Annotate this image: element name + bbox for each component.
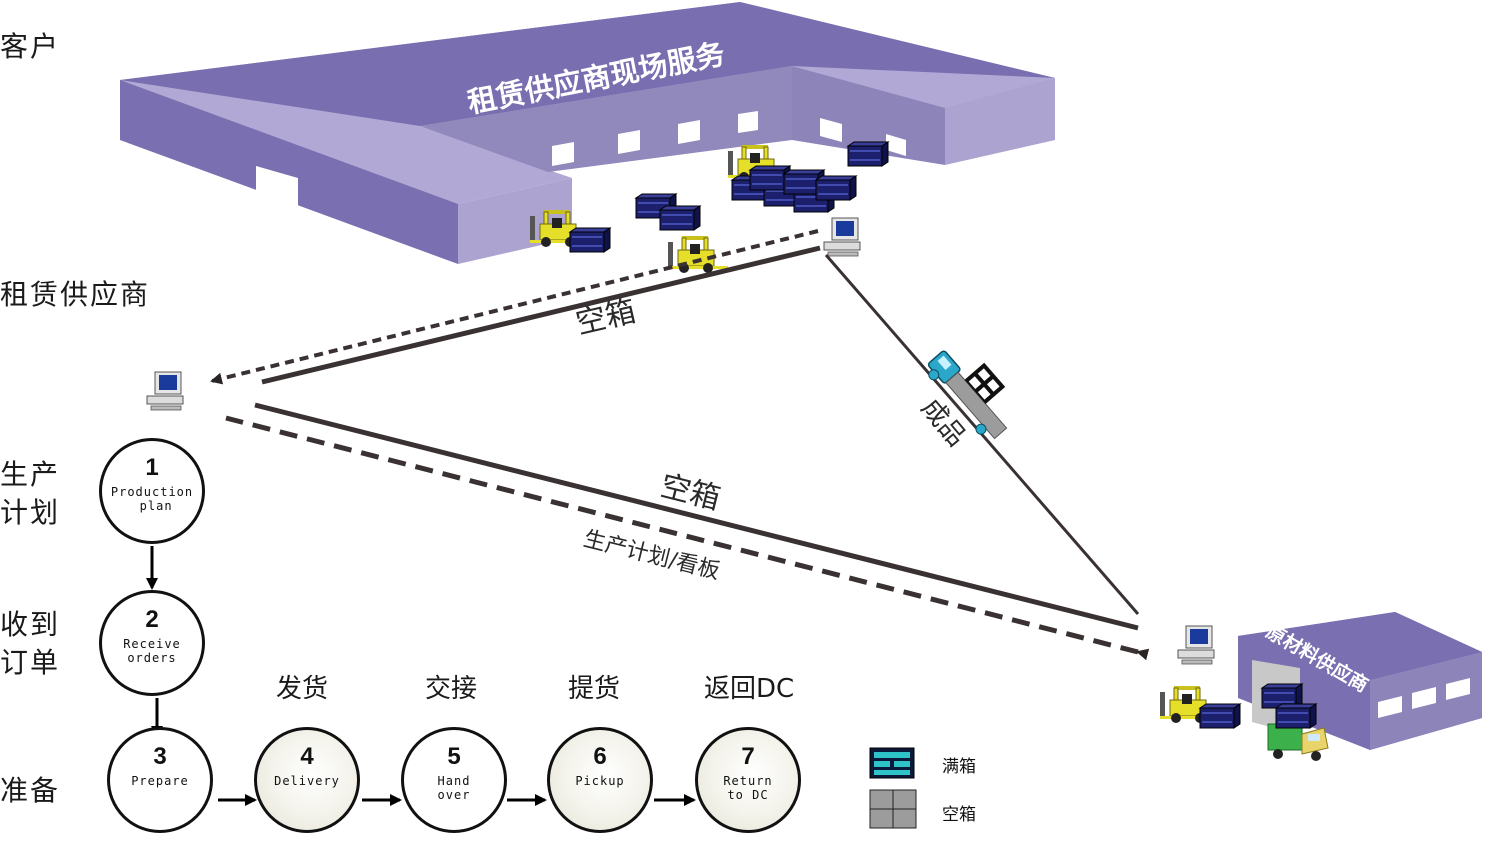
step-number: 6 (593, 743, 607, 770)
crate-icon (1199, 703, 1241, 729)
delivery-truck-icon (1267, 703, 1329, 761)
step-1-production-plan: 1 Production plan (99, 438, 205, 544)
truck-icon (927, 350, 1008, 440)
crate-icon (815, 175, 857, 201)
forklift-icon (667, 235, 729, 274)
empty-box-solid-line (261, 245, 821, 385)
warehouse-inner-side (792, 66, 945, 165)
stage-label-handover: 交接 (425, 674, 478, 704)
rental-supplier-warehouse (120, 2, 1055, 264)
step-6-pickup: 6 Pickup (547, 727, 653, 833)
stage-label-return: 返回DC (704, 674, 795, 704)
computer-icon (1177, 625, 1215, 665)
legend-full-box-label: 满箱 (942, 757, 976, 777)
legend-empty-box-label: 空箱 (942, 805, 976, 825)
step-text: Production plan (110, 485, 194, 513)
step-text: Pickup (575, 774, 625, 788)
computer-icon (823, 217, 861, 257)
stage-label-pickup: 提货 (568, 674, 621, 704)
step-number: 5 (447, 743, 461, 770)
step-3-prepare: 3 Prepare (107, 727, 213, 833)
receive-order-label: 收到 订单 (0, 608, 61, 679)
step-text: Delivery (274, 774, 340, 788)
step-number: 2 (145, 606, 159, 633)
warehouse-doors (256, 111, 906, 206)
step-2-receive-orders: 2 Receive orders (99, 590, 205, 696)
step-number: 7 (741, 743, 755, 770)
warehouse-roof-band (120, 2, 1055, 126)
step-text: Hand over (437, 774, 471, 802)
supplier-equipment (1159, 683, 1329, 761)
rental-supplier-label: 租赁供应商 (0, 278, 151, 311)
step-text: Prepare (131, 774, 189, 788)
crate-icon (847, 141, 889, 167)
customer-label: 客户 (0, 30, 61, 63)
legend-empty-box-icon (869, 789, 917, 829)
production-plan-label: 生产 计划 (0, 458, 61, 529)
step-number: 1 (145, 454, 159, 481)
step-7-return-to-dc: 7 Return to DC (695, 727, 801, 833)
legend-full-box-icon (869, 747, 915, 779)
step-number: 4 (300, 743, 314, 770)
step-5-handover: 5 Hand over (401, 727, 507, 833)
supplier-building-roof (1238, 612, 1482, 680)
empty-box-return-dashed-arrow (210, 229, 819, 385)
warehouse-front-wall (120, 80, 458, 264)
step-text: Receive orders (123, 637, 181, 665)
plan-kanban-dashed-arrow (225, 415, 1150, 661)
step-text: Return to DC (723, 774, 773, 802)
empty-box-top-label: 空箱 (573, 294, 639, 342)
warehouse-inner-wall (420, 66, 792, 172)
computer-icon (146, 371, 184, 411)
prepare-label: 准备 (0, 774, 61, 807)
warehouse-right-end (945, 78, 1055, 165)
stage-label-delivery: 发货 (276, 674, 329, 704)
empty-box-bottom-solid-line (254, 402, 1139, 631)
flow-arrows (210, 229, 1150, 661)
step-number: 3 (153, 743, 167, 770)
crate-icon (659, 205, 701, 231)
plan-kanban-label: 生产计划/看板 (581, 527, 722, 585)
crate-icon (569, 227, 611, 253)
step-4-delivery: 4 Delivery (254, 727, 360, 833)
